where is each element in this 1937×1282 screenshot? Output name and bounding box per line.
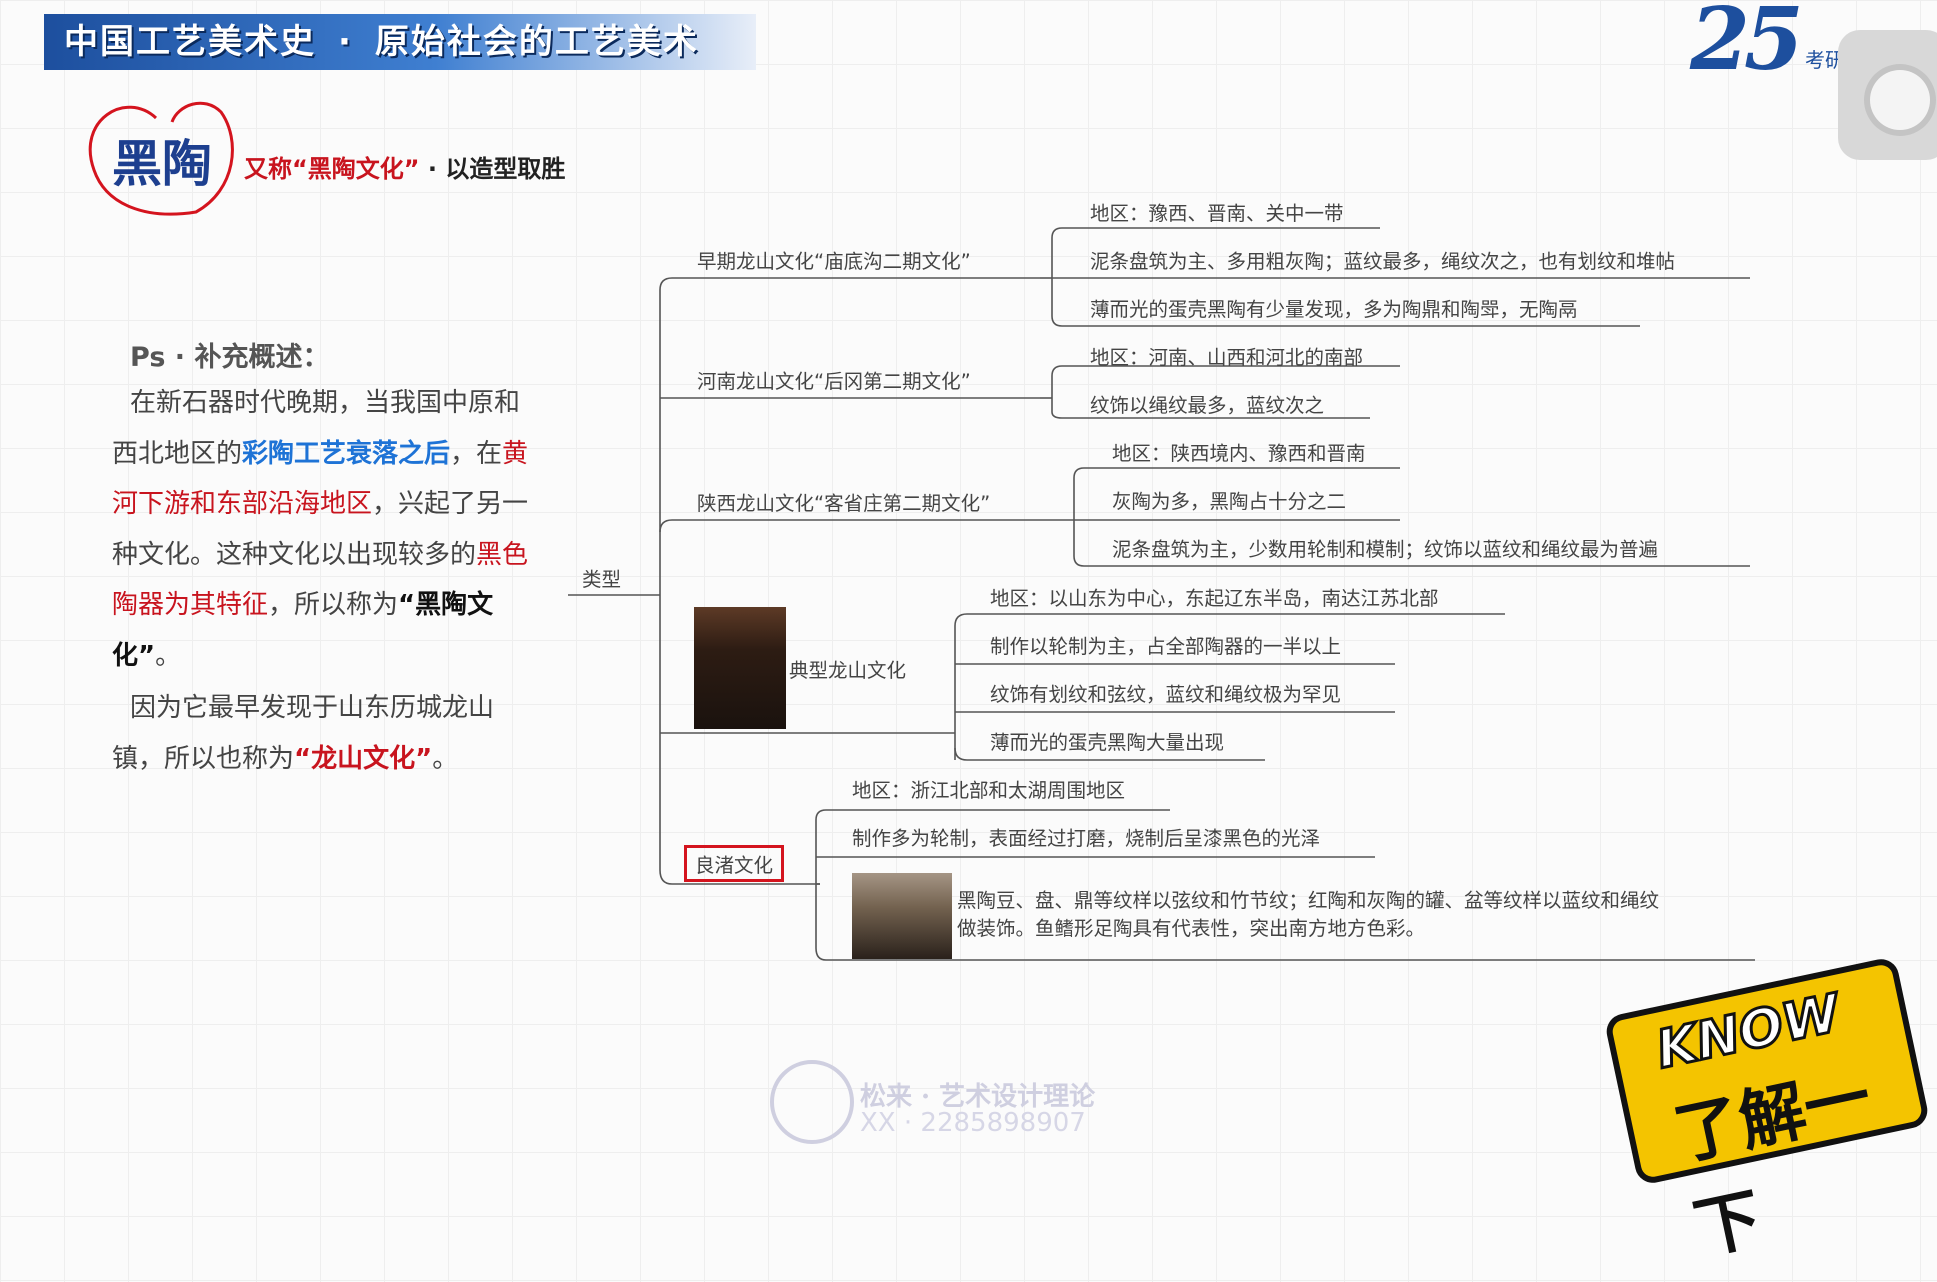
subtitle-sep: ·: [427, 155, 438, 183]
mindmap-lines: [568, 227, 1755, 961]
leaf-text: 薄而光的蛋壳黑陶有少量发现，多为陶鼎和陶斝，无陶鬲: [1090, 298, 1578, 321]
branch-henan-longshan: 河南龙山文化“后冈第二期文化”: [697, 370, 971, 393]
floating-assist-button[interactable]: [1838, 30, 1937, 160]
p2-text: 因为它最早发现于山东历城龙山镇，所以也称为: [112, 693, 495, 774]
course-title: 中国工艺美术史: [64, 22, 316, 62]
longshan-pottery-image: [694, 607, 786, 729]
p1-highlight-bold: “黑陶文化”: [112, 590, 494, 671]
leaf-text: 地区：浙江北部和太湖周围地区: [852, 779, 1126, 802]
section-title: 黑陶: [112, 135, 212, 193]
topic-title: 原始社会的工艺美术: [374, 22, 699, 62]
p1-text: ，兴起了另一种文化。这种文化以出现较多的: [112, 489, 529, 570]
header-separator: ·: [338, 22, 353, 62]
supplement-title: Ps · 补充概述：: [130, 342, 330, 373]
p1-highlight-blue: 彩陶工艺衰落之后: [242, 438, 451, 469]
supplement-paragraph-2: 因为它最早发现于山东历城龙山镇，所以也称为“龙山文化”。: [112, 683, 542, 784]
watermark-text: 松来 · 艺术设计理论: [860, 1082, 1096, 1112]
p2-highlight-red: “龙山文化”: [294, 743, 433, 774]
watermark-number: XX · 2285898907: [860, 1108, 1086, 1138]
header-banner: 中国工艺美术史 · 原始社会的工艺美术: [44, 14, 756, 70]
leaf-text: 黑陶豆、盘、鼎等纹样以弦纹和竹节纹；红陶和灰陶的罐、盆等纹样以蓝纹和绳纹: [957, 889, 1660, 912]
leaf-text: 纹饰以绳纹最多，蓝纹次之: [1090, 394, 1325, 417]
p1-text: ，在: [450, 438, 503, 469]
leaf-text: 泥条盘筑为主、多用粗灰陶；蓝纹最多，绳纹次之，也有划纹和堆帖: [1090, 250, 1676, 273]
p1-text: ，所以称为: [268, 590, 399, 620]
liangzhu-pottery-image: [852, 873, 952, 959]
leaf-text: 地区：陕西境内、豫西和晋南: [1112, 442, 1366, 465]
p1-text: 。: [155, 640, 182, 671]
branch-early-longshan: 早期龙山文化“庙底沟二期文化”: [697, 250, 971, 273]
watermark-logo-icon: [770, 1060, 854, 1144]
leaf-text: 做装饰。鱼鳍形足陶具有代表性，突出南方地方色彩。: [957, 917, 1426, 940]
branch-typical-longshan: 典型龙山文化: [789, 659, 907, 682]
leaf-text: 制作多为轮制，表面经过打磨，烧制后呈漆黑色的光泽: [852, 827, 1321, 850]
assist-knob-icon: [1870, 70, 1930, 130]
badge-25: 25: [1690, 0, 1804, 90]
branch-shaanxi-longshan: 陕西龙山文化“客省庄第二期文化”: [697, 492, 991, 515]
subtitle-suffix: 以造型取胜: [445, 155, 566, 183]
hand-drawn-heart-icon: [88, 101, 234, 216]
leaf-text: 地区：以山东为中心，东起辽东半岛，南达江苏北部: [990, 587, 1439, 610]
mindmap-root: 类型: [582, 568, 622, 591]
p1-highlight-red: 黄河下游和东部沿海地区: [112, 438, 529, 520]
leaf-text: 纹饰有划纹和弦纹，蓝纹和绳纹极为罕见: [990, 683, 1342, 706]
p1-text: 在新石器时代晚期，当我国中原和西北地区的: [112, 388, 521, 469]
leaf-text: 地区：豫西、晋南、关中一带: [1090, 202, 1344, 225]
leaf-text: 泥条盘筑为主，少数用轮制和模制；纹饰以蓝纹和绳纹最为普遍: [1112, 538, 1659, 561]
subtitle-prefix: 又称“黑陶文化”: [244, 155, 420, 183]
p2-text: 。: [432, 743, 459, 774]
supplement-paragraph-1: 在新石器时代晚期，当我国中原和西北地区的彩陶工艺衰落之后，在黄河下游和东部沿海地…: [112, 378, 542, 681]
leaf-text: 地区：河南、山西和河北的南部: [1090, 346, 1364, 369]
leaf-text: 制作以轮制为主，占全部陶器的一半以上: [990, 635, 1342, 658]
section-subtitle: 又称“黑陶文化” · 以造型取胜: [244, 149, 565, 184]
p1-highlight-red: 黑色陶器为其特征: [112, 539, 529, 621]
branch-liangzhu: 良渚文化: [684, 845, 785, 882]
leaf-text: 薄而光的蛋壳黑陶大量出现: [990, 731, 1225, 754]
leaf-text: 灰陶为多，黑陶占十分之二: [1112, 490, 1347, 513]
